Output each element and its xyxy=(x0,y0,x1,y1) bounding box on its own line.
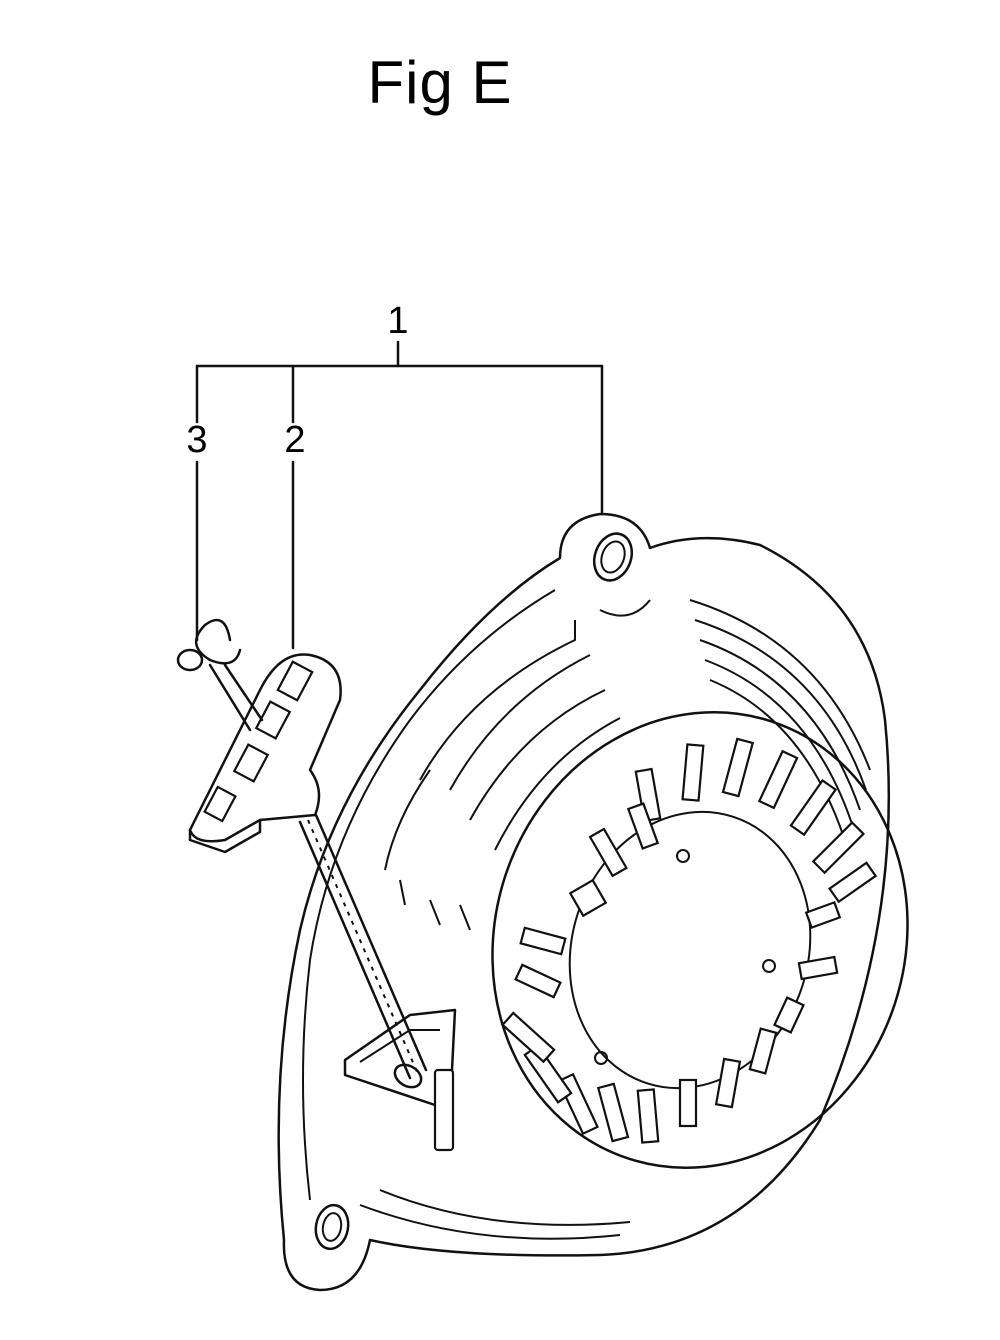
callout-label-3: 3 xyxy=(186,419,207,461)
pulley-cover-disc xyxy=(491,711,909,1169)
rope-guide xyxy=(343,1008,457,1152)
starter-grip xyxy=(188,653,342,854)
callout-label-1: 1 xyxy=(387,300,408,342)
disc-vent-slots xyxy=(501,737,878,1144)
callout-label-2: 2 xyxy=(284,419,305,461)
starter-housing xyxy=(277,512,891,1292)
starter-rope xyxy=(298,813,428,1089)
figure-title: Fig E xyxy=(367,49,513,116)
rope-knot xyxy=(176,618,264,732)
housing-cooling-fins xyxy=(384,620,621,931)
callout-leader-lines xyxy=(195,340,604,650)
